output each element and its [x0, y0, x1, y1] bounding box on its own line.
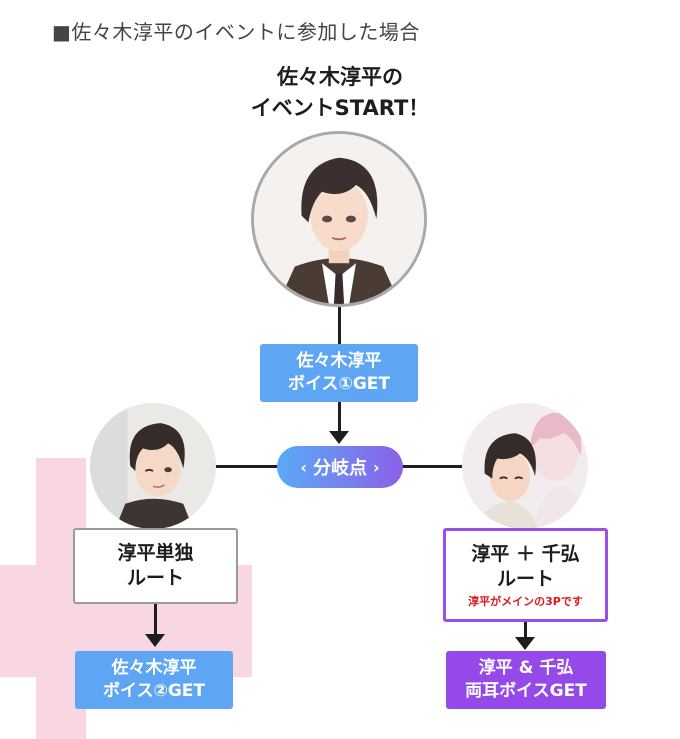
voice2-box: 佐々木淳平 ボイス②GET: [75, 651, 233, 709]
voice-both-line1: 淳平 & 千弘: [478, 658, 574, 678]
branch-point-label: 分岐点: [313, 458, 367, 479]
route-duo-note: 淳平がメインの3Pです: [468, 594, 583, 608]
connector-voice1-branch: [338, 402, 341, 432]
junpei-avatar: [251, 131, 427, 307]
voice-both-line2: 両耳ボイスGET: [465, 681, 587, 701]
voice1-box: 佐々木淳平 ボイス①GET: [260, 344, 418, 402]
section-heading: ■佐々木淳平のイベントに参加した場合: [52, 20, 420, 44]
event-start-line1: 佐々木淳平の: [277, 65, 403, 89]
voice2-line1: 佐々木淳平: [111, 658, 197, 678]
route-solo-box: 淳平単独 ルート: [73, 528, 238, 604]
arrow-down-icon: [145, 634, 165, 647]
connector-duo-voiceboth: [524, 622, 527, 638]
voice2-line2: ボイス②GET: [102, 681, 206, 701]
junpei-chihiro-avatar: [462, 403, 588, 529]
voice-both-box: 淳平 & 千弘 両耳ボイスGET: [446, 651, 606, 709]
junpei-portrait-icon: [254, 134, 424, 304]
arrow-down-icon: [329, 431, 349, 444]
route-duo-line1: 淳平 ＋ 千弘: [471, 542, 580, 565]
junpei-wink-avatar: [90, 403, 216, 529]
chevron-left-icon: ‹: [300, 457, 307, 477]
route-duo-line2: ルート: [496, 567, 554, 590]
voice1-line2: ボイス①GET: [287, 374, 391, 394]
route-duo-box: 淳平 ＋ 千弘 ルート 淳平がメインの3Pです: [443, 528, 608, 622]
junpei-chihiro-portrait-icon: [462, 403, 588, 529]
voice1-line1: 佐々木淳平: [296, 351, 382, 371]
route-solo-line2: ルート: [126, 567, 184, 589]
event-start-line2: イベントSTART！: [250, 96, 430, 120]
chevron-right-icon: ›: [373, 457, 380, 477]
route-solo-line1: 淳平単独: [117, 542, 194, 564]
junpei-wink-portrait-icon: [90, 403, 216, 529]
branch-point-pill: ‹ 分岐点 ›: [277, 446, 403, 488]
arrow-down-icon: [515, 637, 535, 650]
connector-start-voice1: [338, 307, 341, 345]
connector-solo-voice2: [154, 604, 157, 636]
event-start-title: 佐々木淳平の イベントSTART！: [0, 62, 680, 124]
